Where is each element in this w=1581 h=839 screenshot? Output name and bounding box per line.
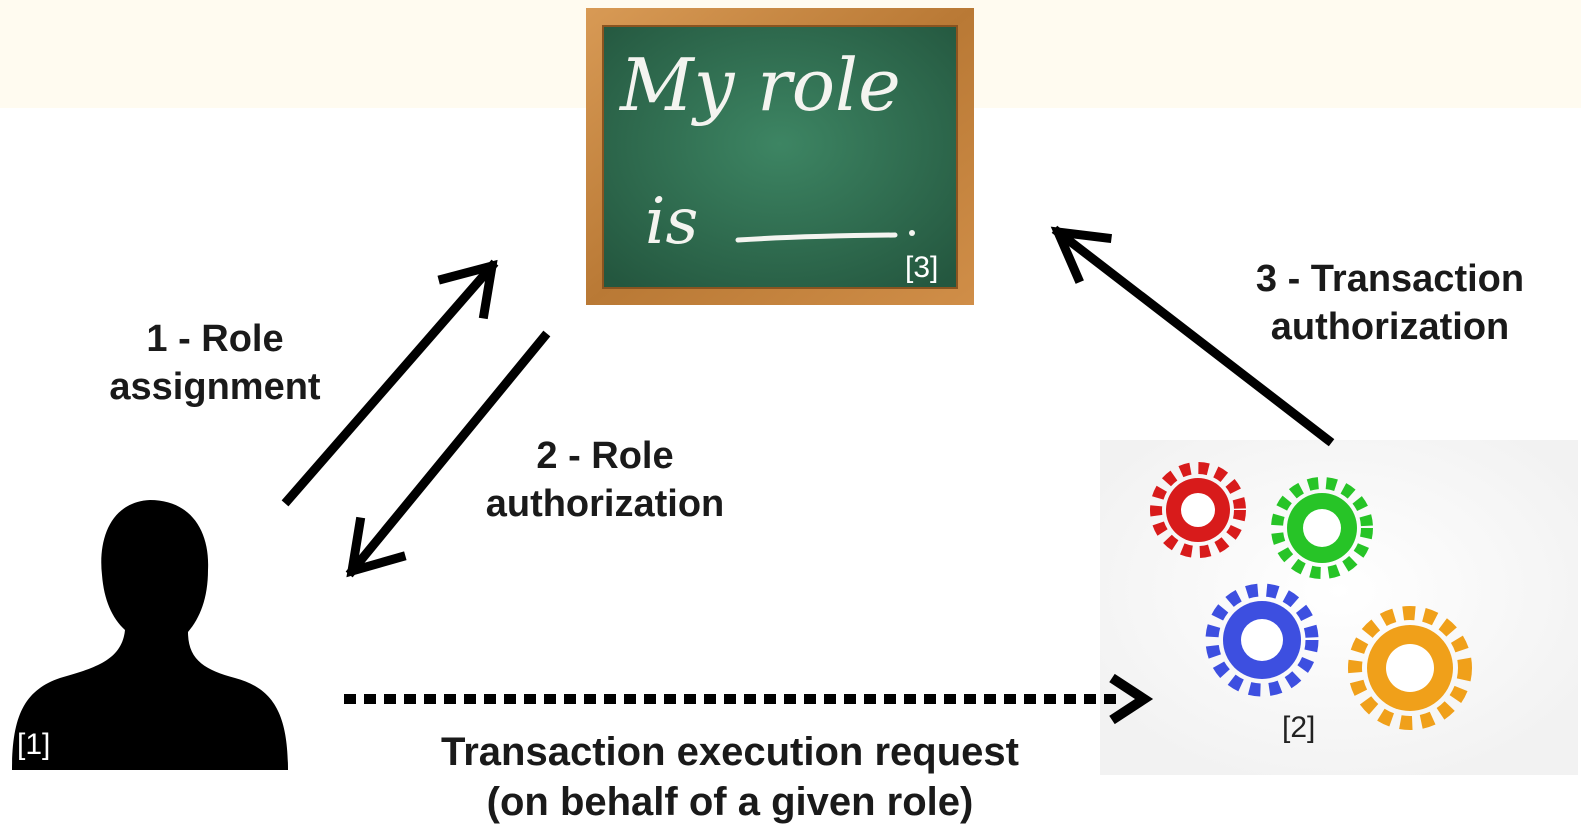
request-line-1: Transaction execution request xyxy=(441,730,1019,774)
green-gear xyxy=(1271,477,1373,579)
arrow-role-assignment xyxy=(281,259,499,507)
step-1-line-1: 1 - Role xyxy=(146,318,284,360)
chalkboard-line-1: My role xyxy=(620,43,901,127)
red-gear xyxy=(1150,462,1246,558)
blue-gear xyxy=(1205,583,1319,697)
gears-ref: [2] xyxy=(1282,711,1316,744)
step-1-line-2: assignment xyxy=(109,365,321,408)
step-2-line-2: authorization xyxy=(485,482,725,525)
chalkboard-surface xyxy=(603,26,957,288)
step-3-line-2: authorization xyxy=(1270,305,1510,348)
orange-gear xyxy=(1348,606,1472,730)
chalk-blank-line xyxy=(735,232,898,243)
request-line-2: (on behalf of a given role) xyxy=(486,780,974,824)
gears-image xyxy=(1100,440,1578,775)
step-2-line-1: 2 - Role xyxy=(536,435,674,477)
chalkboard-line-2: is xyxy=(645,185,699,259)
chalkboard-image xyxy=(586,8,974,305)
request-label: Transaction execution request (on behalf… xyxy=(340,727,1120,827)
person-ref: [1] xyxy=(17,728,51,761)
step-3-label: 3 - Transaction authorization xyxy=(1205,256,1575,351)
person-silhouette xyxy=(12,500,288,770)
chalkboard-ref: [3] xyxy=(905,251,939,284)
step-1-label: 1 - Role assignment xyxy=(50,316,380,411)
chalk-period xyxy=(909,230,915,236)
step-2-label: 2 - Role authorization xyxy=(430,433,780,528)
arrow-transaction-authorization xyxy=(1050,225,1335,447)
arrow-role-authorization xyxy=(345,330,551,578)
step-3-line-1: 3 - Transaction xyxy=(1255,258,1525,300)
arrow-transaction-request xyxy=(344,673,1154,725)
